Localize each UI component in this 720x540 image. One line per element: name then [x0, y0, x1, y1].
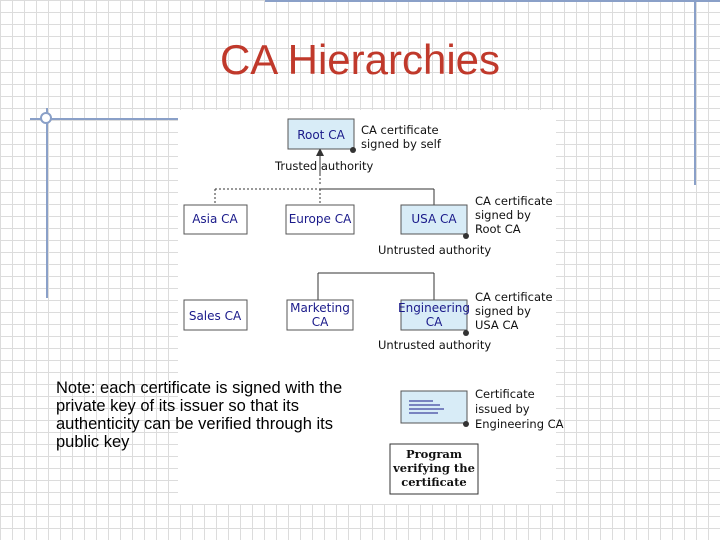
engineering-ca-line2: CA [426, 315, 443, 329]
engineering-ca-box [400, 299, 468, 331]
certificate-node: Certificate issued by Engineering CA [400, 387, 564, 431]
program-node: Program verifying the certificate [389, 443, 479, 495]
decorative-left-hline [30, 118, 180, 120]
program-box [389, 443, 479, 495]
slide-title: CA Hierarchies [219, 36, 501, 83]
program-line2: verifying the [392, 461, 475, 475]
decorative-top-line [265, 0, 720, 2]
marketing-ca-line2: CA [312, 315, 329, 329]
asia-ca-label: Asia CA [192, 212, 238, 226]
root-ca-box [287, 118, 355, 150]
untrusted-authority-1: Untrusted authority [378, 243, 491, 257]
decorative-right-line [694, 0, 696, 185]
decorative-circle [40, 112, 52, 124]
usa-ca-node: USA CA CA certificate signed by Root CA … [378, 194, 553, 257]
usa-ca-box [400, 204, 468, 235]
usa-cert-line2: signed by [475, 208, 531, 222]
seal-icon [463, 233, 469, 239]
program-line1: Program [406, 447, 462, 461]
program-line3: certificate [401, 475, 467, 489]
asia-ca-box [183, 204, 248, 235]
marketing-ca-node: Marketing CA [286, 299, 354, 331]
note-text: Note: each certificate is signed with th… [56, 379, 343, 451]
usa-ca-label: USA CA [411, 212, 457, 226]
marketing-ca-line1: Marketing [290, 301, 350, 315]
engineering-ca-node: Engineering CA CA certificate signed by … [378, 290, 553, 352]
eng-cert-line3: USA CA [475, 318, 518, 332]
sales-ca-node: Sales CA [183, 299, 248, 331]
seal-icon [350, 147, 356, 153]
europe-ca-box [285, 204, 355, 235]
eng-cert-line2: signed by [475, 304, 531, 318]
asia-ca-node: Asia CA [183, 204, 248, 235]
root-cert-line1: CA certificate [361, 123, 439, 137]
connectors [214, 148, 435, 300]
usa-cert-line1: CA certificate [475, 194, 553, 208]
seal-icon [463, 421, 469, 427]
root-cert-line2: signed by self [361, 137, 442, 151]
root-ca-node: Root CA CA certificate signed by self Tr… [274, 118, 442, 173]
cert-line3: Engineering CA [475, 417, 564, 431]
marketing-ca-box [286, 299, 354, 331]
europe-ca-label: Europe CA [289, 212, 352, 226]
sales-ca-label: Sales CA [189, 309, 242, 323]
untrusted-authority-2: Untrusted authority [378, 338, 491, 352]
decorative-left-line [46, 108, 48, 298]
trusted-authority-label: Trusted authority [274, 159, 373, 173]
engineering-ca-line1: Engineering [398, 301, 470, 315]
sales-ca-box [183, 299, 248, 331]
europe-ca-node: Europe CA [285, 204, 355, 235]
cert-line2: issued by [475, 402, 530, 416]
seal-icon [463, 330, 469, 336]
certificate-document-icon [400, 390, 468, 424]
eng-cert-line1: CA certificate [475, 290, 553, 304]
cert-line1: Certificate [475, 387, 535, 401]
usa-cert-line3: Root CA [475, 222, 521, 236]
root-ca-label: Root CA [297, 128, 345, 142]
